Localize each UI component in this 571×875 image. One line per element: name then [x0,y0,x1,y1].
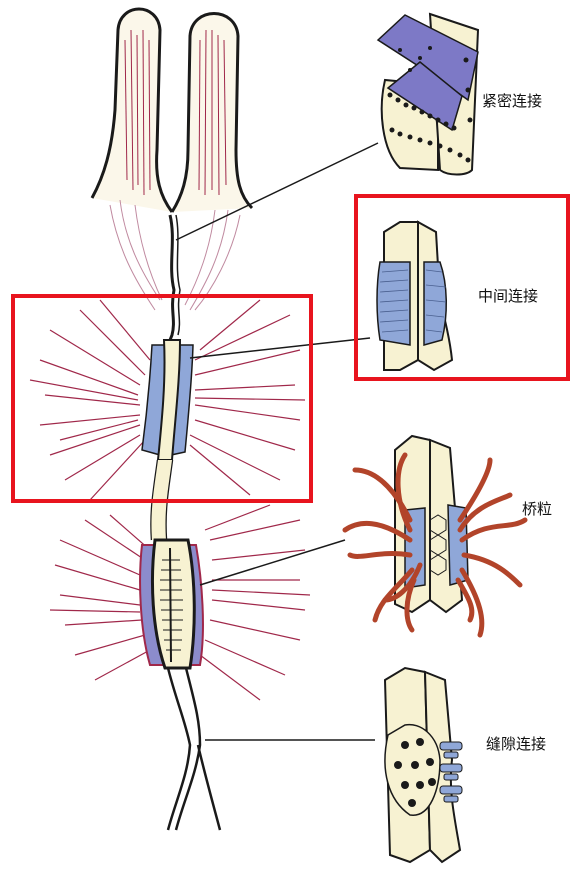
intermediate-junction-plaque [142,340,193,460]
desmosome-illustration [345,436,525,635]
microvilli [92,9,252,212]
intermediate-junction-illustration [377,222,452,370]
tight-junction-illustration [378,14,478,175]
label-tight-junction: 紧密连接 [482,92,542,110]
label-intermediate-junction: 中间连接 [478,287,538,305]
desmosome-plaque [140,540,203,668]
cell-boundary [170,215,180,340]
rootlet-filaments [110,200,240,310]
leader-lines [176,143,378,740]
label-gap-junction: 缝隙连接 [486,735,546,753]
cell-boundary-lower [168,668,220,830]
label-desmosome: 桥粒 [522,500,552,518]
gap-junction-illustration [385,668,462,862]
